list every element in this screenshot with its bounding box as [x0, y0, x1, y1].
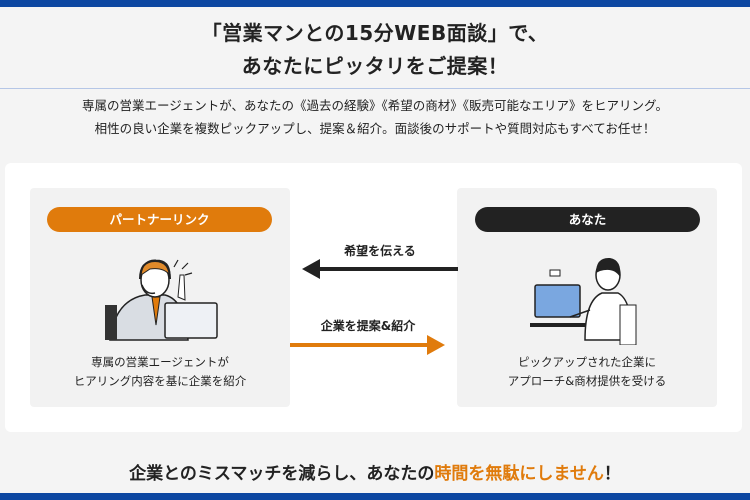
- page-title-line1: 「営業マンとの15分WEB面談」で、: [201, 21, 549, 45]
- you-label-pill: あなた: [475, 207, 700, 232]
- footer-message: 企業とのミスマッチを減らし、あなたの時間を無駄にしません！: [0, 459, 750, 484]
- partner-label-pill: パートナーリンク: [47, 207, 272, 232]
- bottom-brand-bar: [0, 493, 750, 500]
- arrow-right-icon: [290, 335, 445, 355]
- footer-highlight: 時間を無駄にしません: [434, 464, 604, 484]
- description-line1: 専属の営業エージェントが、あなたの《過去の経験》《希望の商材》《販売可能なエリア…: [81, 98, 668, 113]
- arrow-label-to-left: 希望を伝える: [344, 244, 416, 258]
- arrow-left-icon: [302, 259, 458, 279]
- you-caption-line1: ピックアップされた企業に: [518, 355, 656, 369]
- user-at-computer-illustration: [530, 257, 637, 345]
- partner-caption-line1: 専属の営業エージェントが: [91, 355, 229, 369]
- description-line2: 相性の良い企業を複数ピックアップし、提案＆紹介。面談後のサポートや質問対応もすべ…: [94, 121, 656, 136]
- sales-agent-illustration: [105, 259, 218, 341]
- footer-end: ！: [603, 464, 621, 484]
- arrow-label-to-right: 企業を提案&紹介: [320, 319, 416, 333]
- you-caption-line2: アプローチ&商材提供を受ける: [507, 374, 667, 388]
- title-divider: [0, 88, 750, 89]
- page-title-line2: あなたにピッタリをご提案！: [241, 54, 509, 78]
- footer-text: 企業とのミスマッチを減らし、あなたの: [129, 464, 435, 484]
- top-brand-bar: [0, 0, 750, 7]
- partner-caption-line2: ヒアリング内容を基に企業を紹介: [73, 374, 247, 388]
